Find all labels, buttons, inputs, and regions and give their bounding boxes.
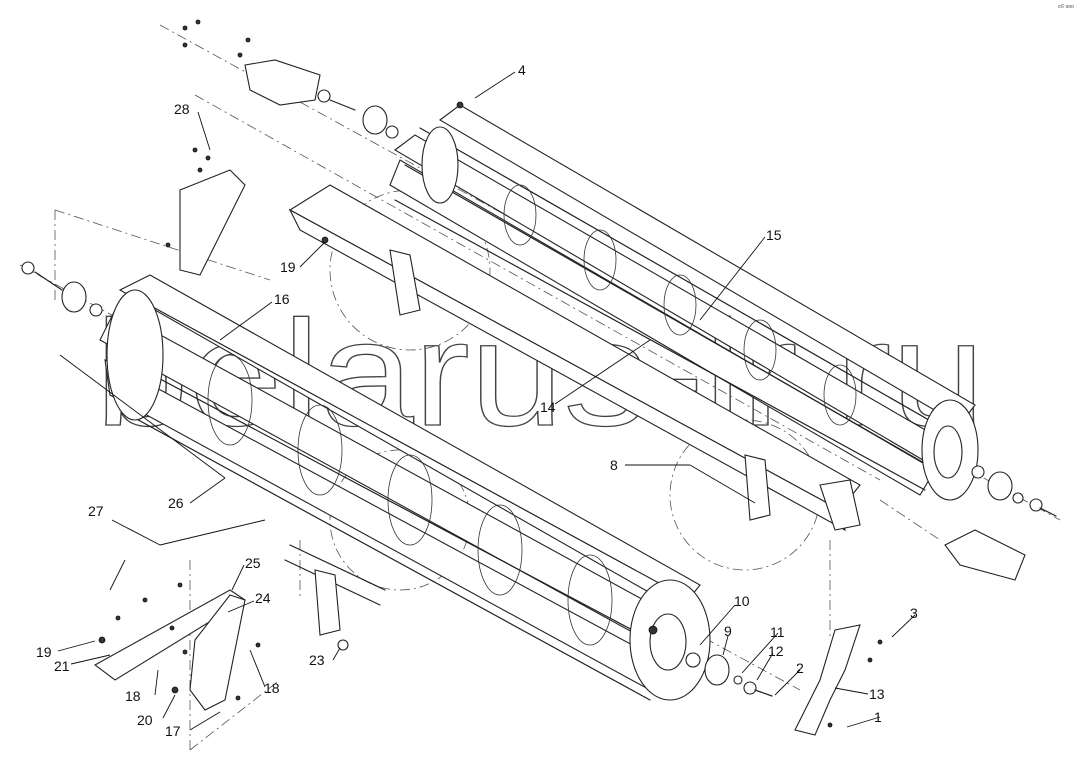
- callout-11: 11: [770, 624, 785, 640]
- lower-left-bracket: [93, 544, 386, 711]
- callout-13: 13: [869, 686, 885, 702]
- callout-12: 12: [768, 643, 784, 659]
- callout-15: 15: [766, 227, 782, 243]
- callout-18-right: 18: [264, 680, 280, 696]
- callout-10: 10: [734, 593, 750, 609]
- frame-beam: [288, 184, 861, 532]
- lower-roller: [99, 274, 711, 701]
- callout-19-lower: 19: [36, 644, 52, 660]
- callout-14: 14: [540, 399, 556, 415]
- callout-20: 20: [137, 712, 153, 728]
- callout-27: 27: [88, 503, 104, 519]
- callout-labels: 1 2 3 4 8 9 10 11 12 13 14 15 16 17 18 1…: [36, 62, 918, 739]
- callout-2: 2: [796, 660, 804, 676]
- upper-left-hardware: [165, 19, 464, 276]
- left-bearing-set: [21, 261, 103, 317]
- callout-8: 8: [610, 457, 618, 473]
- callout-1: 1: [874, 709, 882, 725]
- callout-9: 9: [724, 623, 732, 639]
- front-bearing-set: [685, 652, 773, 697]
- callout-24: 24: [255, 590, 271, 606]
- callout-18-left: 18: [125, 688, 141, 704]
- callout-19-upper: 19: [280, 259, 296, 275]
- callout-23: 23: [309, 652, 325, 668]
- callout-26: 26: [168, 495, 184, 511]
- right-hardware: [794, 465, 1057, 736]
- callout-3: 3: [910, 605, 918, 621]
- callout-4: 4: [518, 62, 526, 78]
- upper-roller: [389, 104, 979, 501]
- leader-lines: [57, 71, 916, 731]
- corner-mark: c© ooo: [1058, 3, 1074, 10]
- callout-25: 25: [245, 555, 261, 571]
- callout-17: 17: [165, 723, 181, 739]
- callout-21: 21: [54, 658, 70, 674]
- callout-28: 28: [174, 101, 190, 117]
- callout-16: 16: [274, 291, 290, 307]
